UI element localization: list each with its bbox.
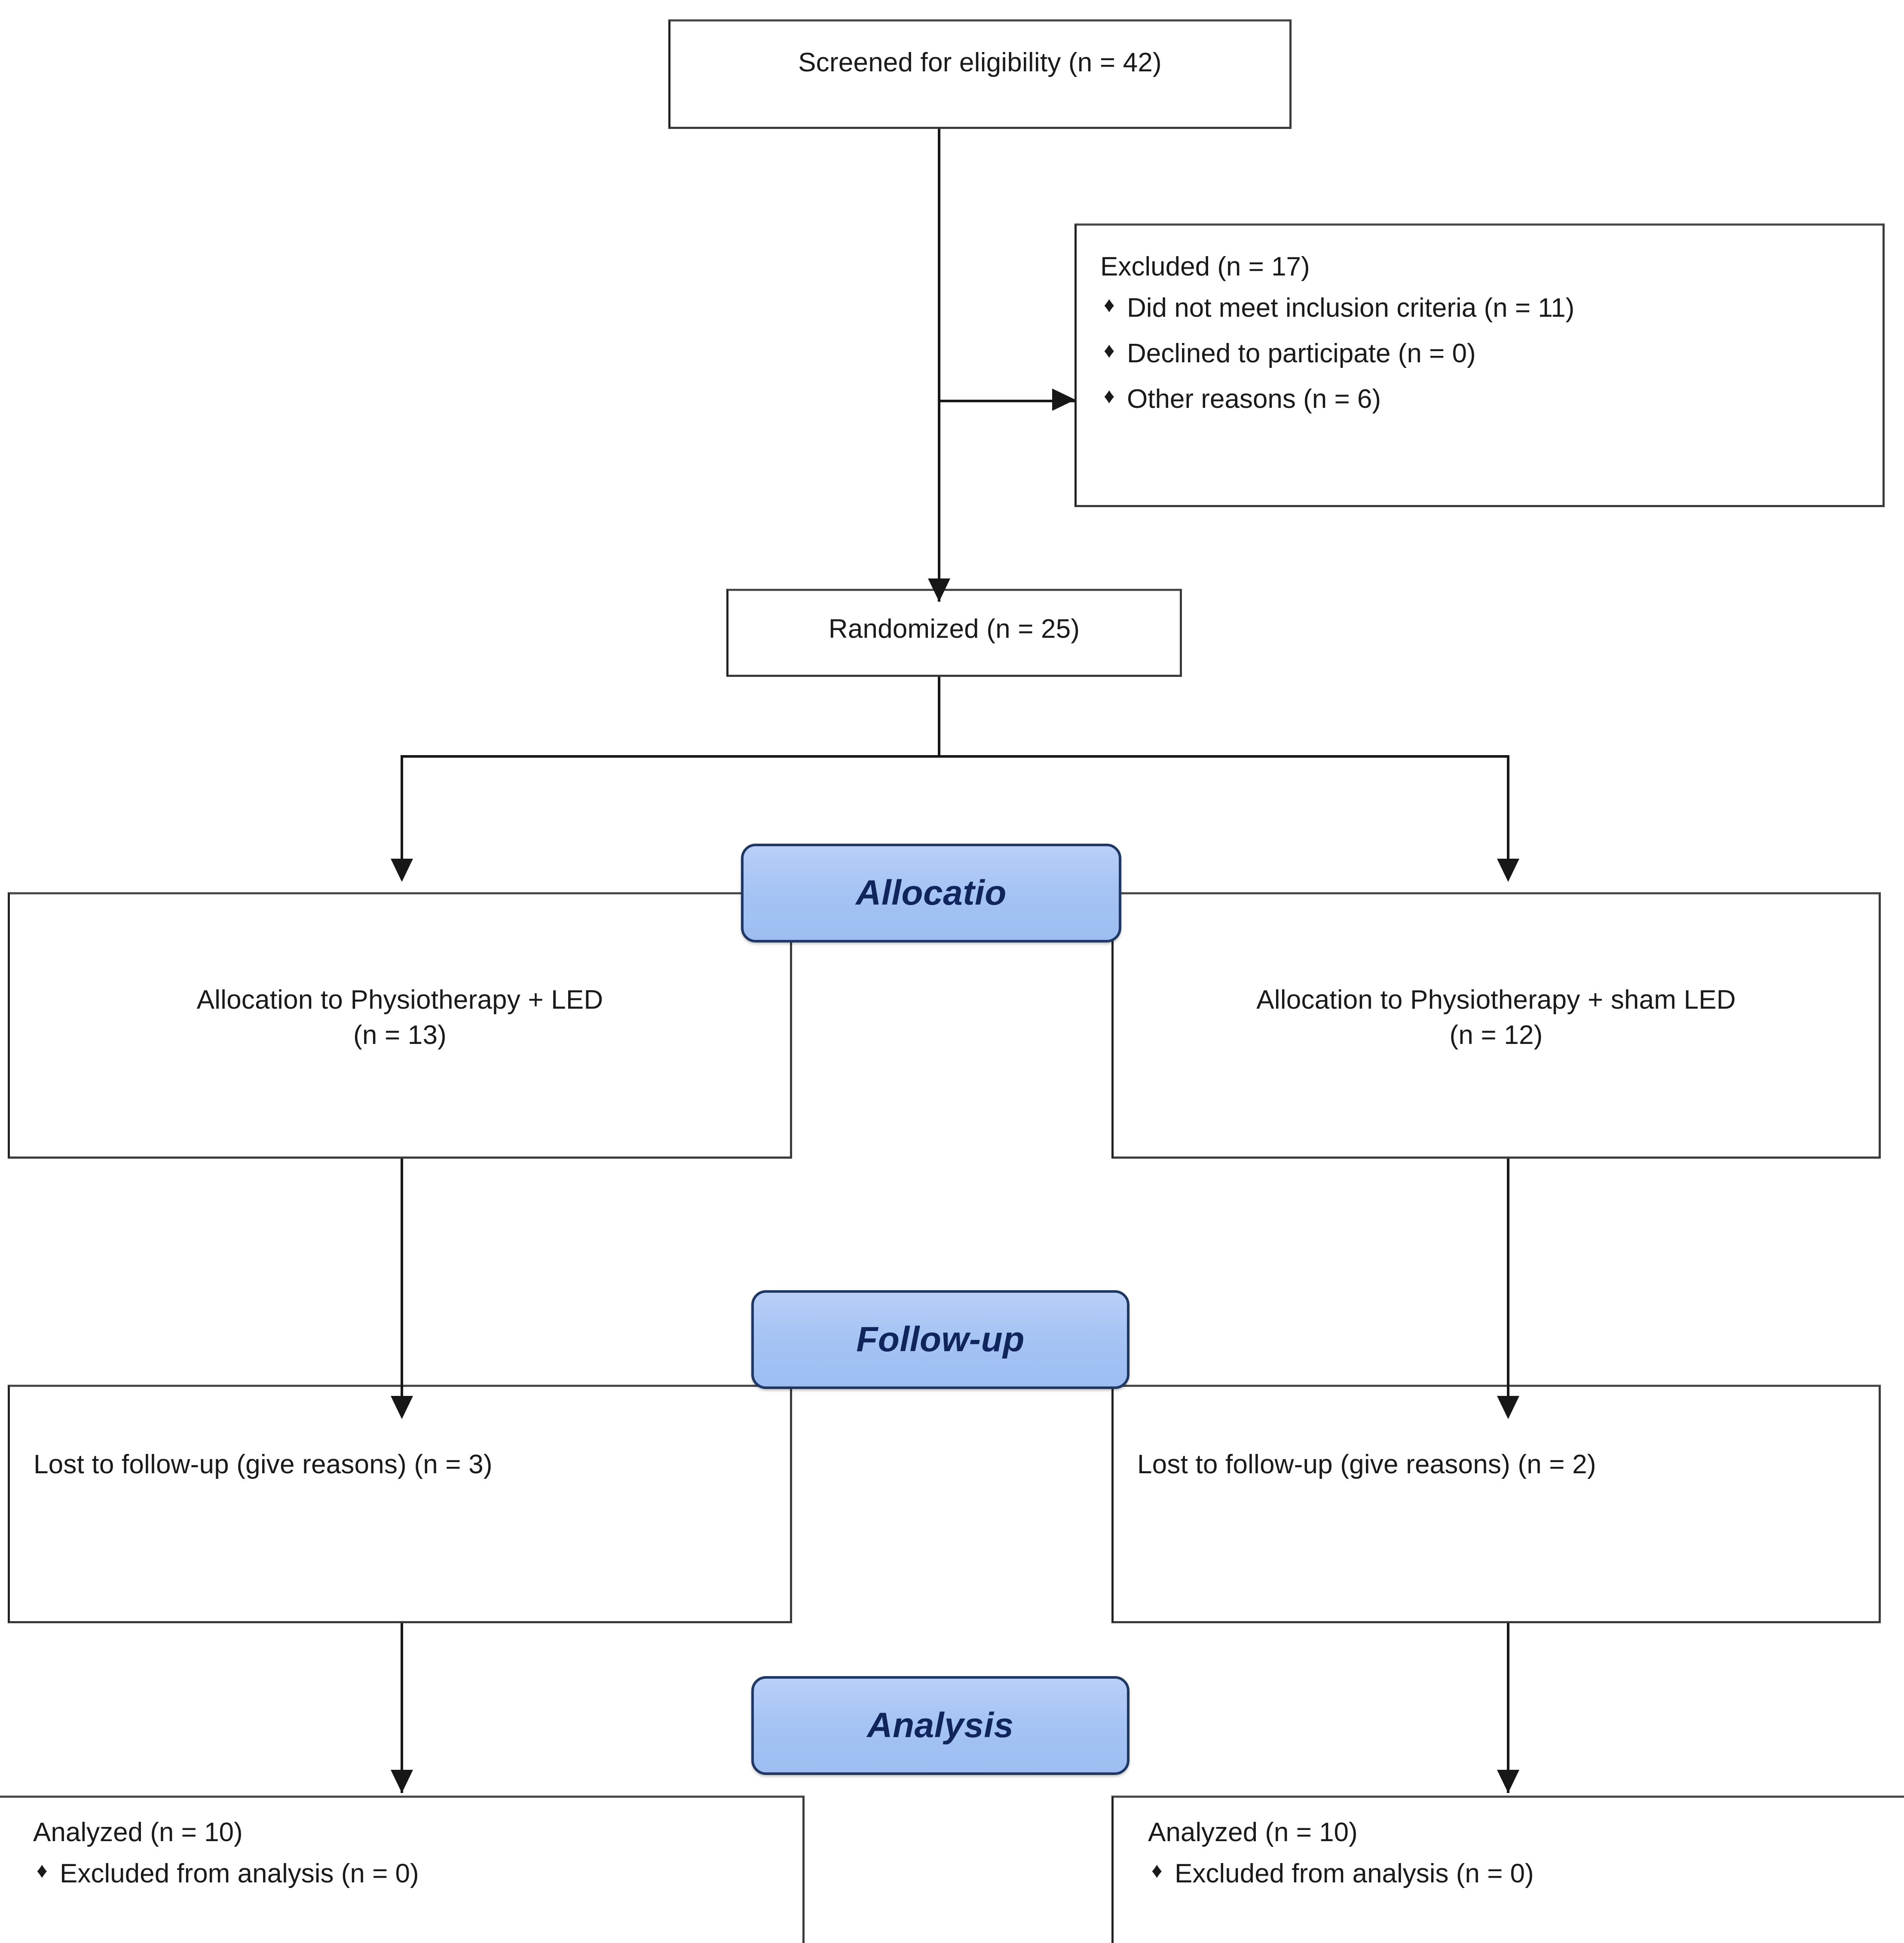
arrow-to-allocation-left (391, 859, 413, 882)
stage-badge-analysis: Analysis (751, 1676, 1130, 1775)
arrow-to-followup-left (391, 1396, 413, 1419)
stage-badge-analysis-label: Analysis (867, 1706, 1014, 1745)
stage-badge-followup: Follow-up (751, 1290, 1130, 1389)
analysis-left-box: Analyzed (n = 10) ♦ Excluded from analys… (0, 1796, 805, 1943)
diamond-bullet-icon: ♦ (37, 1858, 48, 1882)
followup-left-box: Lost to follow-up (give reasons) (n = 3) (8, 1385, 792, 1623)
list-item: ♦ Declined to participate (n = 0) (1100, 340, 1870, 367)
allocation-right-label: Allocation to Physiotherapy + sham LED (… (1256, 985, 1736, 1050)
arrow-to-analysis-left (391, 1770, 413, 1793)
analysis-right-heading: Analyzed (n = 10) (1148, 1818, 1358, 1847)
connector-to-excluded (938, 400, 1075, 402)
arrow-to-allocation-right (1497, 859, 1519, 882)
list-item: ♦ Other reasons (n = 6) (1100, 384, 1870, 414)
connector-followup-right-to-analysis (1507, 1623, 1509, 1793)
connector-followup-left-to-analysis (401, 1623, 403, 1793)
screened-label: Screened for eligibility (n = 42) (798, 48, 1162, 77)
excluded-reason-label: Declined to participate (n = 0) (1127, 339, 1476, 368)
excluded-heading: Excluded (n = 17) (1100, 252, 1310, 282)
excluded-reason-list: ♦ Did not meet inclusion criteria (n = 1… (1100, 293, 1870, 414)
allocation-left-box: Allocation to Physiotherapy + LED (n = 1… (8, 892, 792, 1159)
analysis-left-list: ♦ Excluded from analysis (n = 0) (33, 1860, 419, 1887)
excluded-content: Excluded (n = 17) ♦ Did not meet inclusi… (1100, 254, 1870, 431)
analysis-left-item-label: Excluded from analysis (n = 0) (60, 1859, 419, 1888)
connector-screened-to-randomized (938, 129, 940, 602)
arrow-to-followup-right (1497, 1396, 1519, 1419)
analysis-right-item-label: Excluded from analysis (n = 0) (1175, 1859, 1534, 1888)
diamond-bullet-icon: ♦ (1151, 1858, 1163, 1882)
allocation-left-label: Allocation to Physiotherapy + LED (n = 1… (196, 985, 603, 1050)
stage-badge-followup-label: Follow-up (856, 1320, 1025, 1359)
arrow-to-randomized (928, 578, 950, 602)
list-item: ♦ Did not meet inclusion criteria (n = 1… (1100, 293, 1870, 323)
diamond-bullet-icon: ♦ (1104, 293, 1115, 317)
analysis-right-content: Analyzed (n = 10) ♦ Excluded from analys… (1148, 1819, 1534, 1906)
screened-box: Screened for eligibility (n = 42) (668, 19, 1292, 129)
connector-split-right (1507, 755, 1509, 860)
excluded-box: Excluded (n = 17) ♦ Did not meet inclusi… (1074, 223, 1885, 507)
randomized-label: Randomized (n = 25) (828, 614, 1080, 644)
connector-randomized-stem (938, 677, 940, 756)
diamond-bullet-icon: ♦ (1104, 338, 1115, 362)
excluded-reason-label: Other reasons (n = 6) (1127, 384, 1381, 414)
followup-left-label: Lost to follow-up (give reasons) (n = 3) (34, 1450, 493, 1479)
connector-alloc-right-to-followup (1507, 1159, 1509, 1399)
list-item: ♦ Excluded from analysis (n = 0) (33, 1860, 419, 1887)
stage-badge-allocation-label: Allocatio (856, 873, 1007, 912)
analysis-right-box: Analyzed (n = 10) ♦ Excluded from analys… (1111, 1796, 1904, 1943)
stage-badge-allocation: Allocatio (741, 844, 1121, 942)
connector-split-bar (401, 755, 1509, 758)
arrow-to-excluded (1052, 389, 1075, 411)
followup-right-box: Lost to follow-up (give reasons) (n = 2) (1111, 1385, 1881, 1623)
allocation-right-box: Allocation to Physiotherapy + sham LED (… (1111, 892, 1881, 1159)
analysis-left-content: Analyzed (n = 10) ♦ Excluded from analys… (33, 1819, 419, 1906)
connector-split-left (401, 755, 403, 860)
diamond-bullet-icon: ♦ (1104, 384, 1115, 408)
followup-right-label: Lost to follow-up (give reasons) (n = 2) (1137, 1450, 1596, 1479)
analysis-left-heading: Analyzed (n = 10) (33, 1818, 243, 1847)
arrow-to-analysis-right (1497, 1770, 1519, 1793)
connector-alloc-left-to-followup (401, 1159, 403, 1399)
analysis-right-list: ♦ Excluded from analysis (n = 0) (1148, 1860, 1534, 1887)
excluded-reason-label: Did not meet inclusion criteria (n = 11) (1127, 293, 1575, 323)
list-item: ♦ Excluded from analysis (n = 0) (1148, 1860, 1534, 1887)
randomized-box: Randomized (n = 25) (726, 589, 1182, 677)
